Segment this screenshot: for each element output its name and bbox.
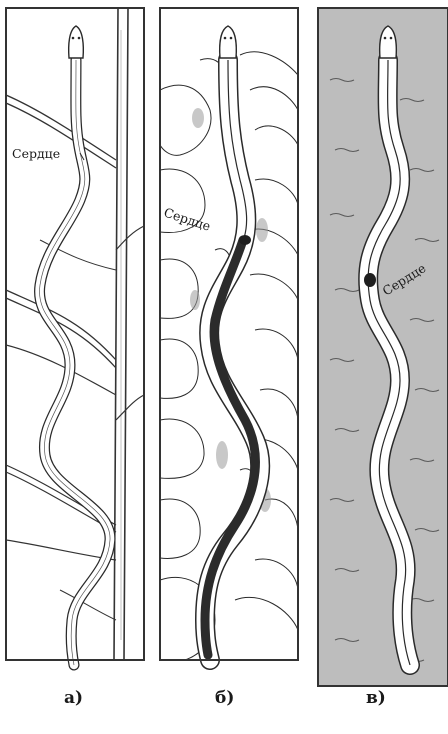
caption-c: в) <box>366 688 386 708</box>
heart-label-a: Сердце <box>12 146 60 161</box>
caption-b: б) <box>215 688 234 708</box>
panel-a: Сердце <box>6 8 144 665</box>
panel-c: Сердце <box>318 8 448 686</box>
panel-b: Сердце <box>160 8 298 660</box>
caption-a: а) <box>64 688 83 708</box>
